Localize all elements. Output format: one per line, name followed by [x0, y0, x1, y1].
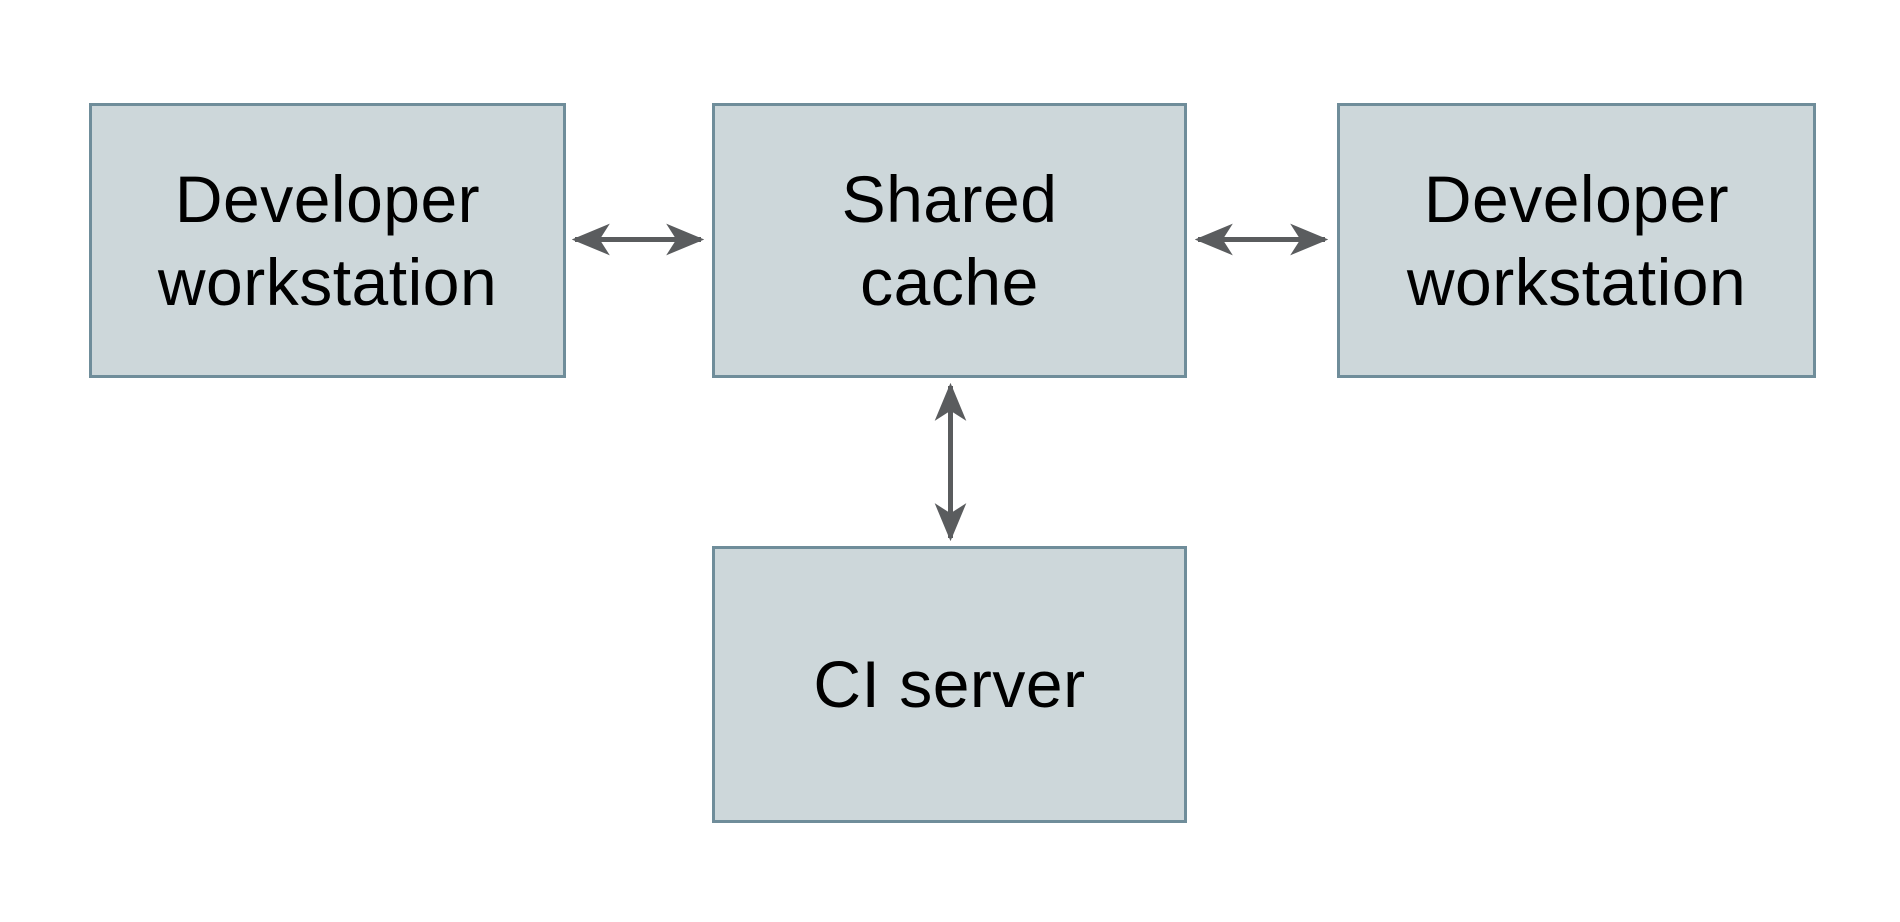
node-developer-workstation-left-label: Developer workstation	[157, 162, 498, 319]
node-ci-server-label: CI server	[813, 647, 1086, 722]
node-ci-server: CI server	[712, 546, 1187, 823]
node-shared-cache-label: Shared cache	[841, 162, 1058, 319]
node-developer-workstation-right: Developer workstation	[1337, 103, 1816, 378]
node-developer-workstation-right-label: Developer workstation	[1406, 162, 1747, 319]
node-shared-cache: Shared cache	[712, 103, 1187, 378]
node-developer-workstation-left: Developer workstation	[89, 103, 566, 378]
